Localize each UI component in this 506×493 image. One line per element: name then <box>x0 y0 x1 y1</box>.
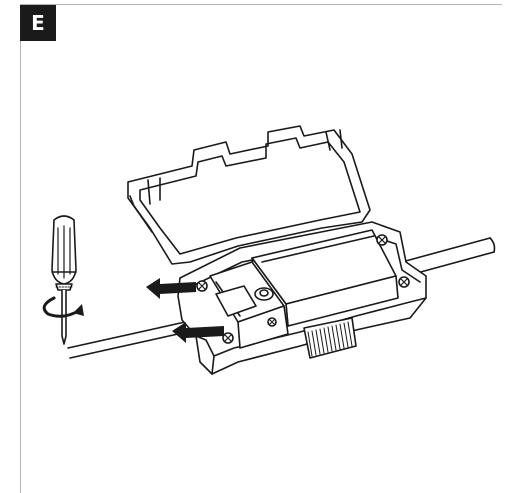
terminal-block <box>210 262 288 348</box>
frame-left-border <box>20 4 21 493</box>
arrow-left-icon <box>146 278 196 299</box>
screwdriver-icon <box>52 216 76 344</box>
rotate-arrow-icon <box>44 298 84 316</box>
arrow-left-icon <box>172 322 224 343</box>
screw-bottom-right <box>399 277 409 287</box>
frame-top-border <box>20 4 502 5</box>
screw-bottom-center <box>268 318 276 326</box>
step-badge: E <box>20 5 56 41</box>
screw-bottom-left <box>223 333 233 343</box>
screw-top-left <box>197 281 207 291</box>
grip-ribs <box>304 318 356 358</box>
step-label: E <box>31 11 45 35</box>
screw-top-right <box>377 235 387 245</box>
lid <box>128 126 370 264</box>
